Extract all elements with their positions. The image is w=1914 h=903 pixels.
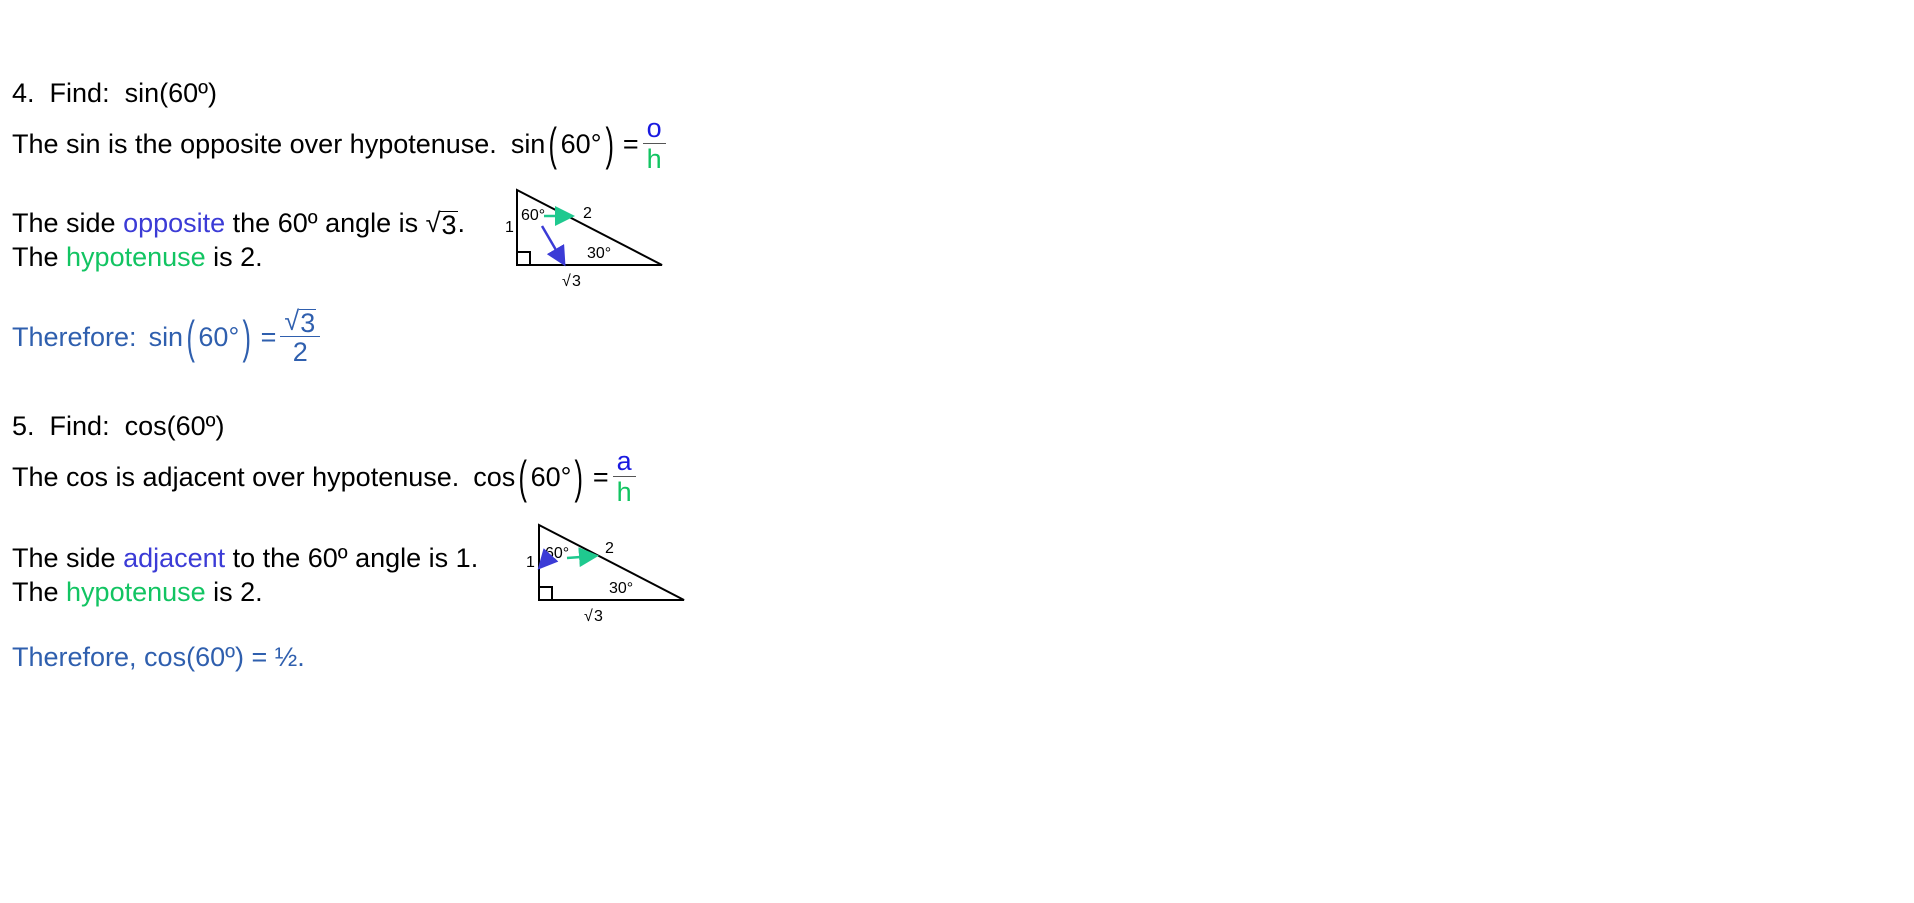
find-expression: sin(60º) [124, 78, 217, 108]
angle-30-label: 30° [587, 245, 611, 262]
result-open-paren: ( [186, 310, 195, 363]
right-angle-marker [539, 586, 553, 600]
fraction-numerator: a [616, 446, 632, 476]
side-text-end: . [457, 208, 466, 238]
side-text-prefix: The side [12, 543, 124, 573]
side-text-prefix: The side [12, 208, 124, 238]
angle-value: 60° [560, 128, 602, 159]
equals-sign: = [622, 128, 639, 159]
function-name: sin [510, 128, 546, 159]
hypotenuse-word: hypotenuse [66, 577, 206, 607]
problem-4-side-line: The side opposite the 60º angle is √3. [12, 208, 466, 240]
problem-5-hypotenuse-line: The hypotenuse is 2. [12, 577, 263, 607]
find-expression: cos(60º) [124, 411, 225, 441]
close-paren: ) [574, 450, 584, 503]
result-fraction: √3 2 [280, 306, 321, 367]
open-paren: ( [548, 117, 558, 170]
right-angle-marker [517, 251, 531, 265]
side-bottom-label: 3 [572, 273, 581, 290]
side-left-label: 1 [526, 554, 535, 571]
adjacent-arrow [537, 548, 559, 570]
sqrt-argument: 3 [440, 210, 458, 240]
fraction-numerator: o [646, 113, 662, 143]
problem-4-hypotenuse-line: The hypotenuse is 2. [12, 242, 263, 272]
definition-text: The cos is adjacent over hypotenuse. [12, 461, 460, 492]
find-label: Find: [49, 411, 110, 441]
hyp-text-end: is 2. [205, 577, 263, 607]
open-paren: ( [518, 450, 528, 503]
result-fraction-bar [280, 336, 321, 337]
angle-60-label: 60° [521, 207, 545, 224]
result-close-paren: ) [242, 310, 252, 363]
fraction-bar [642, 143, 666, 144]
problem-5-heading: 5. Find: cos(60º) [12, 411, 225, 441]
triangle-diagram-2: 60° 30° 1 2 √ 3 [526, 523, 685, 625]
angle-value: 60° [530, 461, 572, 492]
close-paren: ) [604, 117, 614, 170]
result-numerator: √3 [284, 306, 317, 338]
fraction-bar [612, 476, 636, 477]
therefore-label: Therefore: [12, 321, 137, 352]
find-label: Find: [49, 78, 110, 108]
result-function: sin [148, 321, 184, 352]
side-text-end: to the 60º angle is 1. [225, 543, 479, 573]
opposite-arrow [540, 225, 566, 267]
hypotenuse-arrow [566, 547, 599, 568]
equals-sign: = [592, 461, 609, 492]
fraction-denominator: h [646, 144, 662, 174]
problem-number: 5. [12, 411, 35, 441]
result-angle: 60° [198, 321, 240, 352]
problem-4-heading: 4. Find: sin(60º) [12, 78, 217, 108]
side-hypotenuse-label: 2 [605, 540, 614, 557]
problem-5-definition: The cos is adjacent over hypotenuse. cos… [12, 446, 636, 507]
hypotenuse-word: hypotenuse [66, 242, 206, 272]
angle-30-label: 30° [609, 580, 633, 597]
definition-text: The sin is the opposite over hypotenuse. [12, 128, 497, 159]
problem-5-side-line: The side adjacent to the 60º angle is 1. [12, 543, 478, 573]
side-text-middle: the 60º angle is [225, 208, 426, 238]
triangle-diagram-1: 60° 30° 1 2 √ 3 [505, 188, 663, 290]
result-equals: = [260, 321, 277, 352]
triangle-outline [516, 188, 663, 266]
result-denominator: 2 [292, 337, 308, 367]
result-sqrt-argument: 3 [299, 308, 317, 338]
function-name: cos [473, 461, 516, 492]
angle-60-label: 60° [545, 545, 569, 562]
sqrt-value: √3 [425, 208, 458, 240]
opposite-word: opposite [123, 208, 226, 238]
problem-4-therefore: Therefore: sin(60°) = √3 2 [12, 306, 321, 367]
side-left-label: 1 [505, 219, 514, 236]
ratio-fraction: a h [612, 446, 636, 507]
side-bottom-radical: √ [562, 273, 571, 290]
hyp-text-prefix: The [12, 242, 67, 272]
side-bottom-radical: √ [584, 608, 593, 625]
ratio-fraction: o h [642, 113, 666, 174]
side-hypotenuse-label: 2 [583, 205, 592, 222]
problem-number: 4. [12, 78, 35, 108]
side-bottom-label: 3 [594, 608, 603, 625]
fraction-denominator: h [616, 477, 632, 507]
problem-5-therefore: Therefore, cos(60º) = ½. [12, 642, 305, 672]
problem-4-definition: The sin is the opposite over hypotenuse.… [12, 113, 666, 174]
hyp-text-end: is 2. [205, 242, 263, 272]
hyp-text-prefix: The [12, 577, 67, 607]
adjacent-word: adjacent [123, 543, 226, 573]
